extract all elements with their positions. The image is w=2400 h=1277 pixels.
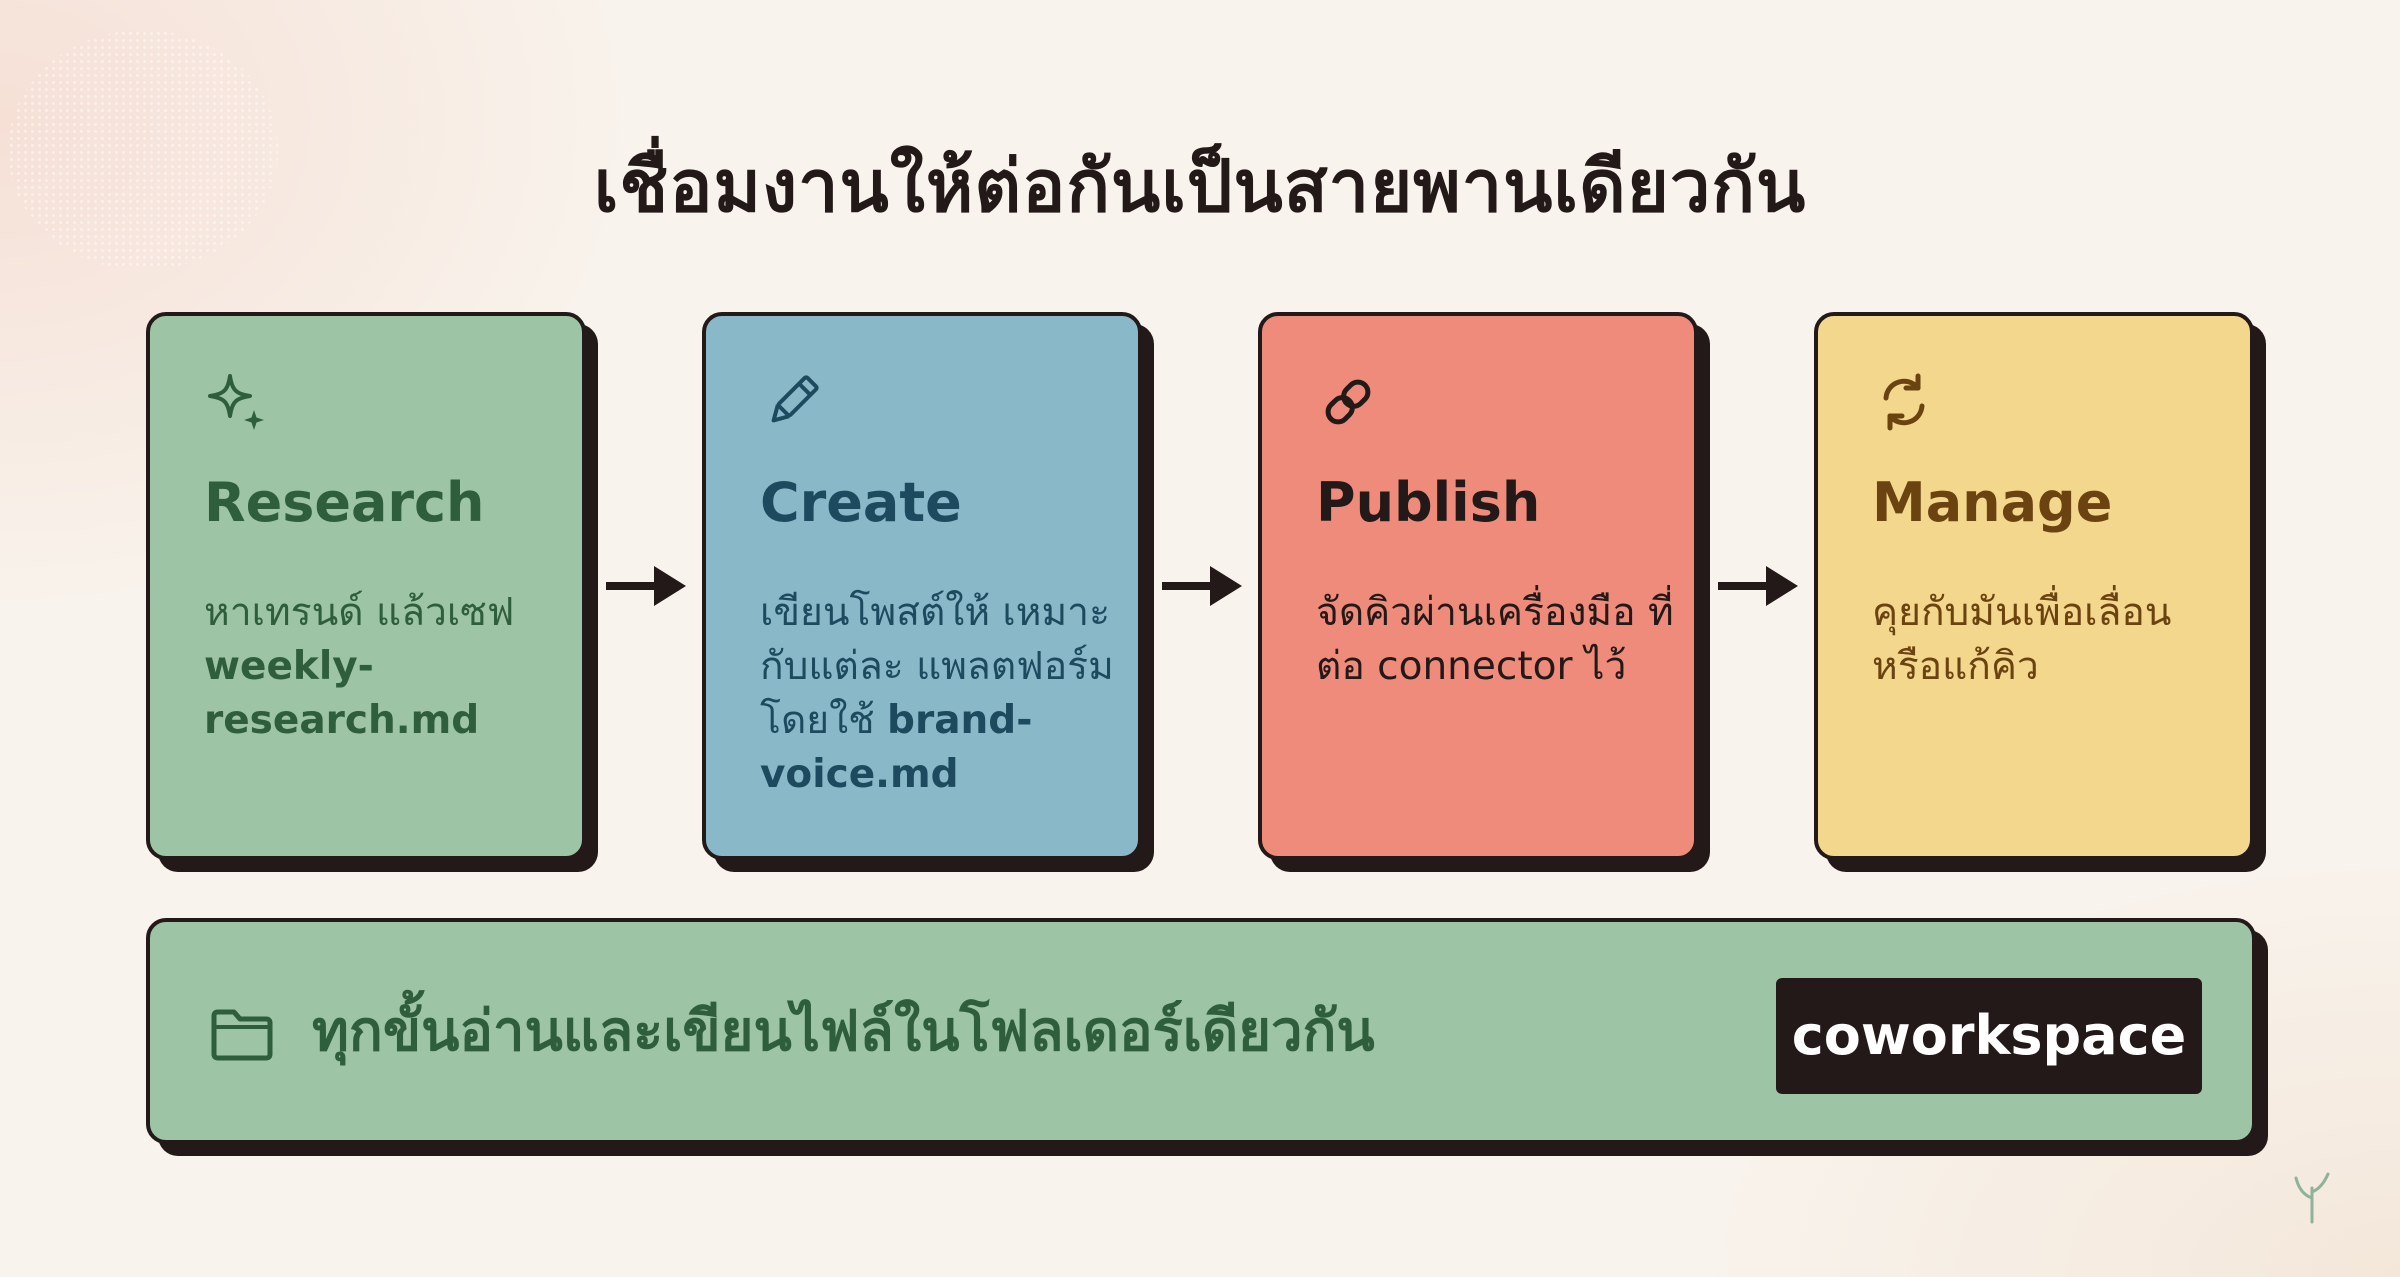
step-description: หาเทรนด์ แล้วเซฟ weekly-research.md <box>204 586 574 748</box>
dotted-decoration <box>8 30 278 270</box>
workspace-badge: coworkspace <box>1776 978 2202 1094</box>
page-title: เชื่อมงานให้ต่อกันเป็นสายพานเดียวกัน <box>593 144 1807 228</box>
folder-icon <box>210 1006 274 1062</box>
shared-folder-bar: ทุกขั้นอ่านและเขียนไฟล์ในโฟลเดอร์เดียวกั… <box>146 918 2256 1144</box>
step-name: Manage <box>1872 471 2113 534</box>
footer-text: ทุกขั้นอ่านและเขียนไฟล์ในโฟลเดอร์เดียวกั… <box>312 999 1375 1064</box>
link-icon <box>1316 370 1380 434</box>
arrow-icon <box>1716 558 1800 614</box>
arrow-icon <box>1160 558 1244 614</box>
step-file: weekly-research.md <box>204 644 480 743</box>
step-name: Create <box>760 471 962 534</box>
step-text: หาเทรนด์ แล้วเซฟ <box>204 590 515 635</box>
pencil-icon <box>760 370 824 434</box>
sprout-logo <box>2290 1168 2334 1224</box>
step-card-manage: Manage คุยกับมันเพื่อเลื่อน หรือแก้คิว <box>1814 312 2254 860</box>
step-card-publish: Publish จัดคิวผ่านเครื่องมือ ที่ต่อ conn… <box>1258 312 1698 860</box>
step-file: brand-voice.md <box>760 698 1033 797</box>
step-name: Publish <box>1316 471 1541 534</box>
step-text: เขียนโพสต์ให้ เหมาะกับแต่ละ แพลตฟอร์ม โด… <box>760 590 1114 743</box>
step-card-research: Research หาเทรนด์ แล้วเซฟ weekly-researc… <box>146 312 586 860</box>
step-description: เขียนโพสต์ให้ เหมาะกับแต่ละ แพลตฟอร์ม โด… <box>760 586 1130 802</box>
refresh-icon <box>1872 370 1936 434</box>
arrow-icon <box>604 558 688 614</box>
step-name: Research <box>204 471 485 534</box>
step-card-create: Create เขียนโพสต์ให้ เหมาะกับแต่ละ แพลตฟ… <box>702 312 1142 860</box>
sparkle-icon <box>204 370 268 434</box>
step-description: จัดคิวผ่านเครื่องมือ ที่ต่อ connector ไว… <box>1316 590 1674 689</box>
step-description: คุยกับมันเพื่อเลื่อน หรือแก้คิว <box>1872 590 2172 689</box>
